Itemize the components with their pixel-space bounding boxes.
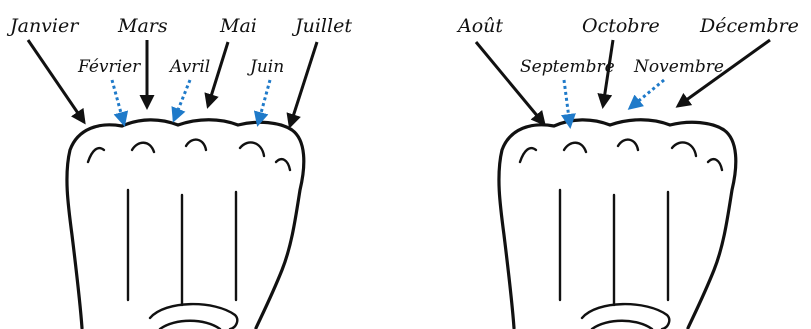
label-decembre: Décembre xyxy=(699,15,799,37)
right-fist xyxy=(499,120,736,329)
label-juillet: Juillet xyxy=(291,15,352,37)
arrow-mai xyxy=(208,42,228,106)
label-fevrier: Février xyxy=(77,57,141,77)
arrow-aout xyxy=(476,42,544,124)
left-labels: Janvier Février Mars Avril Mai Juin Juil… xyxy=(6,15,352,77)
left-fist-outline xyxy=(67,120,304,328)
arrow-juillet xyxy=(290,42,317,126)
label-janvier: Janvier xyxy=(6,15,80,37)
arrow-avril xyxy=(174,80,190,120)
arrow-fevrier xyxy=(112,80,124,124)
arrow-septembre xyxy=(564,80,570,126)
label-mars: Mars xyxy=(117,15,168,37)
arrow-juin xyxy=(258,80,270,124)
label-aout: Août xyxy=(456,15,503,37)
label-octobre: Octobre xyxy=(582,15,660,37)
label-novembre: Novembre xyxy=(633,57,724,77)
label-avril: Avril xyxy=(168,57,210,77)
left-fist xyxy=(67,120,304,329)
arrow-novembre xyxy=(630,80,664,108)
arrow-janvier xyxy=(28,40,84,122)
right-labels: Août Septembre Octobre Novembre Décembre xyxy=(456,15,799,77)
right-fist-outline xyxy=(499,120,736,328)
label-septembre: Septembre xyxy=(520,57,615,77)
label-juin: Juin xyxy=(247,57,284,77)
left-arrows xyxy=(28,40,317,126)
label-mai: Mai xyxy=(219,15,257,37)
right-arrows xyxy=(476,40,770,126)
